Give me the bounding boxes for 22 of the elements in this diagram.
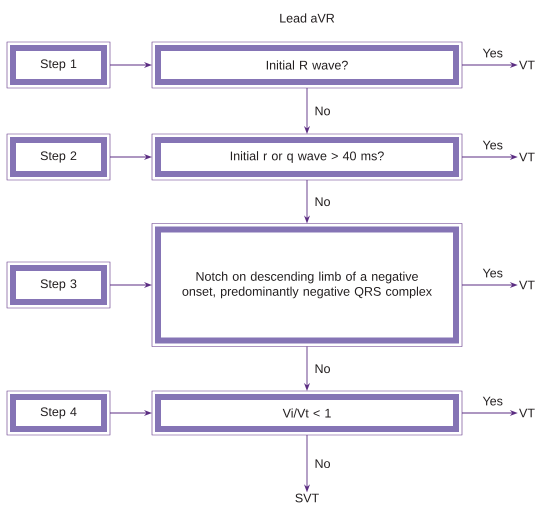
edge-label: No — [316, 106, 330, 116]
edge-label: No — [316, 459, 330, 468]
edge-label: No — [316, 197, 330, 206]
title: Lead aVR — [280, 13, 334, 23]
question-box: Initial r or q wave > 40 ms? — [152, 134, 462, 180]
step-box: Step 2 — [6, 134, 110, 180]
question-box: Notch on descending limb of a negative onset, predominantly negative QRS complex — [152, 223, 462, 347]
outcome-label: SVT — [295, 494, 319, 502]
step-box: Step 3 — [6, 262, 110, 308]
outcome-label: VT — [519, 280, 535, 290]
step-box: Step 4 — [6, 390, 110, 436]
edge-label: Yes — [482, 268, 502, 278]
outcome-label: VT — [519, 408, 535, 418]
outcome-label: VT — [519, 152, 535, 162]
edge-label: No — [316, 364, 330, 374]
step-box: Step 1 — [6, 42, 110, 88]
question-box: Initial R wave? — [152, 42, 462, 88]
outcome-label: VT — [519, 60, 535, 70]
edge-label: Yes — [482, 48, 502, 58]
edge-label: Yes — [482, 140, 502, 150]
edge-label: Yes — [482, 396, 502, 406]
question-box: Vi/Vt < 1 — [152, 390, 462, 436]
